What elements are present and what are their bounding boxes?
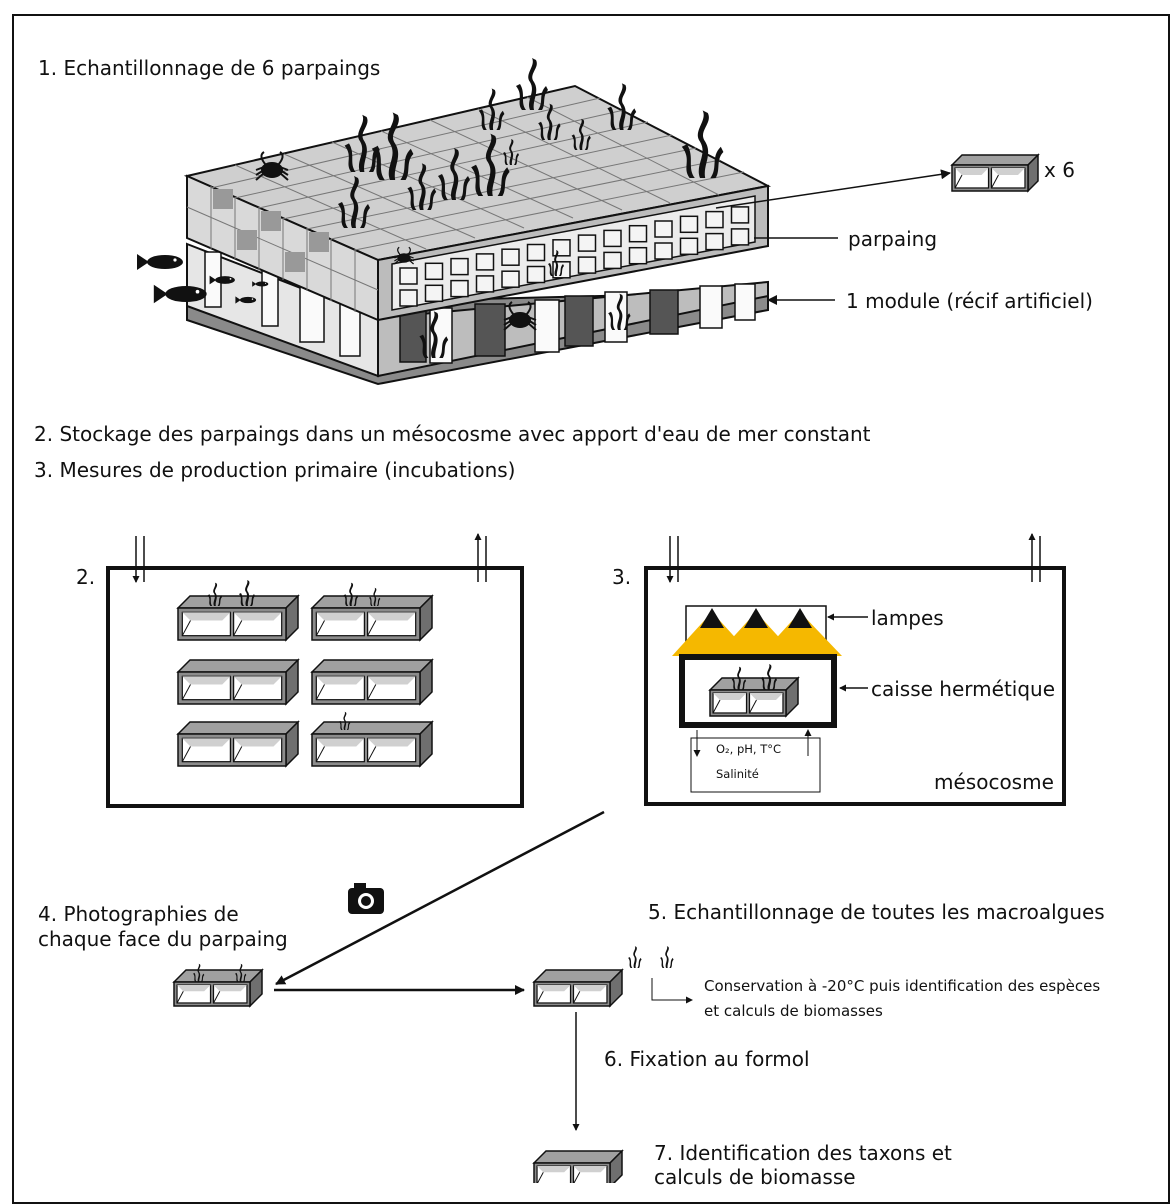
parpaing-label: parpaing xyxy=(848,227,938,251)
step-3-label: 3. Mesures de production primaire (incub… xyxy=(34,458,516,482)
algae-icon xyxy=(628,946,642,968)
lamp-icon xyxy=(788,608,812,628)
step-5-label: 5. Echantillonnage de toutes les macroal… xyxy=(648,900,1105,924)
crab-icon xyxy=(503,301,537,331)
step-4-label-line2: chaque face du parpaing xyxy=(38,927,288,951)
lamp-icon xyxy=(700,608,724,628)
lamps-label: lampes xyxy=(871,606,944,630)
photographed-block xyxy=(172,968,264,1008)
fish-icon xyxy=(209,275,235,285)
lamp-icon xyxy=(744,608,768,628)
algae-icon xyxy=(235,963,247,982)
step-1-label: 1. Echantillonnage de 6 parpaings xyxy=(38,56,381,80)
fish-icon xyxy=(137,254,183,270)
tank-2-number: 2. xyxy=(76,565,96,589)
algae-icon xyxy=(761,664,777,690)
single-block-x6 xyxy=(950,153,1040,193)
salinity-label: Salinité xyxy=(716,767,759,781)
stored-block xyxy=(310,658,434,706)
module-label: 1 module (récif artificiel) xyxy=(846,289,1093,313)
algae-icon xyxy=(516,58,548,110)
algae-icon xyxy=(343,582,359,606)
step-4-label-line1: 4. Photographies de xyxy=(38,902,239,926)
x6-label: x 6 xyxy=(1044,158,1075,182)
algae-icon xyxy=(371,112,414,180)
step-6-label: 6. Fixation au formol xyxy=(604,1047,810,1071)
mesocosm-label: mésocosme xyxy=(934,770,1054,794)
algae-icon xyxy=(503,139,519,165)
reef-module xyxy=(183,84,772,386)
algae-icon xyxy=(193,963,205,982)
single-block-icon xyxy=(950,153,1040,193)
fish-icon xyxy=(252,281,269,287)
algae-icon xyxy=(571,118,591,150)
algae-icon xyxy=(471,133,510,196)
algae-icon xyxy=(419,311,449,358)
stored-block xyxy=(176,720,300,768)
algae-icon xyxy=(478,88,505,130)
stored-block xyxy=(310,720,434,768)
fish-icon xyxy=(153,284,207,304)
tank-2-blocks xyxy=(176,594,434,768)
algae-icon xyxy=(660,946,674,968)
decorations xyxy=(137,58,777,982)
stored-block xyxy=(176,594,300,642)
algae-icon xyxy=(731,666,747,690)
algae-icon xyxy=(548,250,564,276)
module-front-grid xyxy=(186,186,379,312)
stored-block xyxy=(176,658,300,706)
fish-icon xyxy=(235,296,257,304)
algae-icon xyxy=(438,148,470,200)
sampled-block xyxy=(532,968,624,1008)
algae-icon xyxy=(538,103,561,140)
fixed-block xyxy=(532,1149,624,1183)
crab-icon xyxy=(255,151,289,181)
algae-icon xyxy=(608,293,631,330)
step-2-label: 2. Stockage des parpaings dans un mésoco… xyxy=(34,422,871,446)
workflow-arrows xyxy=(274,810,693,1131)
algae-icon xyxy=(607,83,637,130)
algae-icon xyxy=(207,582,223,606)
algae-icon xyxy=(239,580,255,606)
tank-2 xyxy=(106,533,524,808)
lower-blocks xyxy=(172,968,624,1183)
stored-block xyxy=(310,594,434,642)
algae-icon xyxy=(407,163,437,210)
algae-icon xyxy=(681,110,724,178)
module-block-windows xyxy=(399,206,750,307)
module-callouts xyxy=(715,169,951,305)
tank-3 xyxy=(644,533,1066,806)
sealed-box-label: caisse hermétique xyxy=(871,677,1056,701)
tank-3-number: 3. xyxy=(612,565,632,589)
step-7-label-line1: 7. Identification des taxons et xyxy=(654,1141,952,1165)
camera-icon xyxy=(348,883,384,914)
incubation-block xyxy=(708,676,800,718)
algae-icon xyxy=(339,711,351,730)
incubated-block xyxy=(708,676,800,718)
algae-icon xyxy=(369,587,381,606)
sensors-label: O₂, pH, T°C xyxy=(716,742,782,756)
conservation-line2: et calculs de biomasses xyxy=(704,1002,883,1020)
conservation-line1: Conservation à -20°C puis identification… xyxy=(704,977,1101,995)
crab-icon xyxy=(394,246,414,265)
step-7-label-line2: calculs de biomasse xyxy=(654,1165,856,1189)
algae-icon xyxy=(338,176,370,228)
